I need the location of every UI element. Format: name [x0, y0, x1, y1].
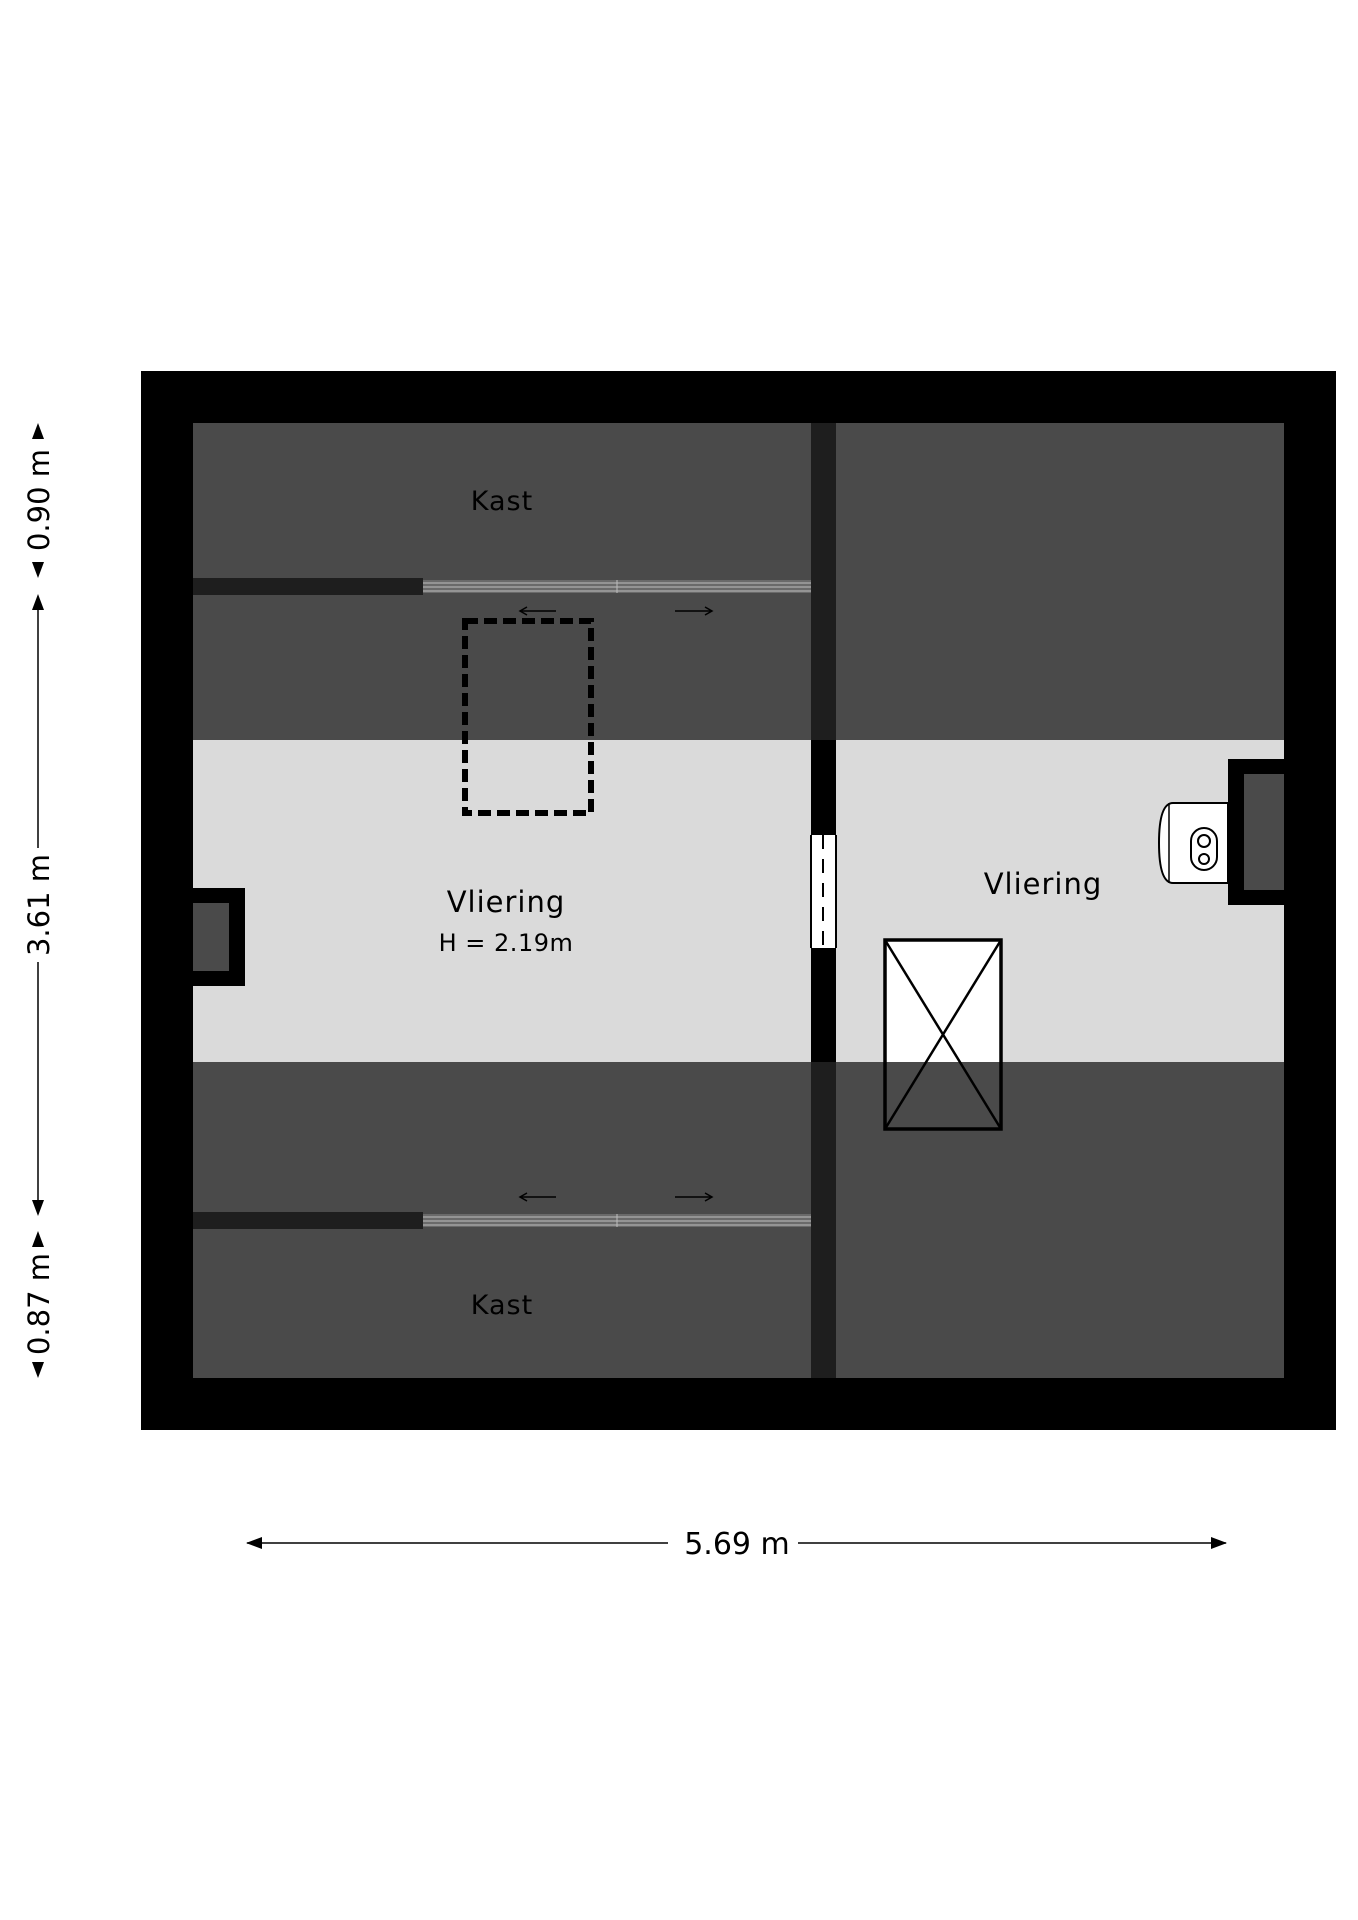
- stair-opening: [883, 938, 1003, 1131]
- sliding-arrow-left-icon: [518, 606, 556, 616]
- dimension-width-label: 5.69 m: [684, 1527, 790, 1562]
- floor-area-left: [193, 740, 811, 1062]
- doorway: [810, 835, 837, 948]
- dimension-left-top-label: 0.90 m: [22, 449, 56, 551]
- chimney-right: [1228, 759, 1284, 905]
- room-label-kast-top: Kast: [471, 486, 533, 517]
- sliding-arrow-right-icon: [675, 1192, 714, 1202]
- sliding-arrow-right-icon: [675, 606, 714, 616]
- closet-wall-top: [193, 578, 423, 595]
- room-label-kast-bottom: Kast: [471, 1290, 533, 1321]
- room-height-vliering-left: H = 2.19m: [439, 929, 574, 957]
- room-label-vliering-left: Vliering: [447, 885, 566, 919]
- sliding-door-bottom: [423, 1214, 811, 1227]
- roof-hatch-outline: [462, 618, 594, 816]
- room-label-vliering-right: Vliering: [984, 867, 1103, 901]
- divider-wall-lower-mid: [811, 948, 836, 1062]
- chimney-left: [193, 888, 245, 986]
- dimension-left-bottom-label: 0.87 m: [22, 1253, 56, 1355]
- closet-wall-bottom: [193, 1212, 423, 1229]
- sliding-door-top: [423, 580, 811, 593]
- dimension-left-middle: [32, 594, 44, 1216]
- dimension-left-bottom: [32, 1231, 44, 1378]
- boiler-icon: [1157, 802, 1229, 884]
- dimension-width: [246, 1537, 1227, 1549]
- sliding-arrow-left-icon: [518, 1192, 556, 1202]
- divider-wall-upper-mid: [811, 740, 836, 835]
- dimension-left-middle-label: 3.61 m: [22, 854, 56, 956]
- dimension-left-top: [32, 423, 44, 578]
